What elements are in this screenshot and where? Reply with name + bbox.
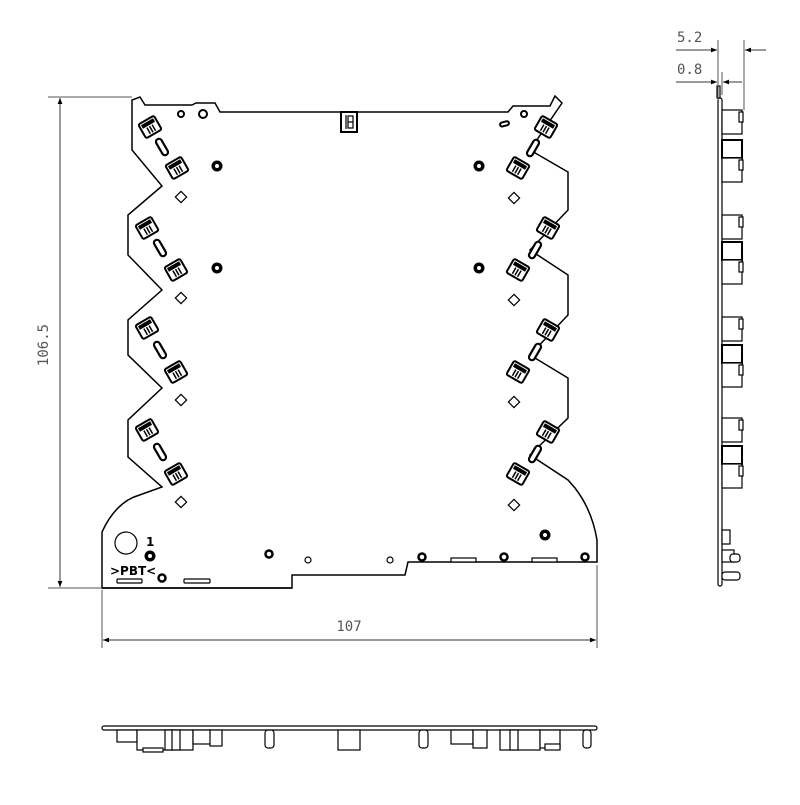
board-outline [101, 94, 598, 589]
side-view [716, 85, 744, 587]
bottom-view [101, 725, 598, 753]
thickness-board-value: 0.8 [677, 62, 702, 78]
material-label: >PBT< [110, 564, 156, 578]
pin1-label: 1 [146, 535, 154, 549]
front-view: 1 >PBT< [101, 94, 598, 589]
height-value: 106.5 [36, 324, 52, 366]
thickness-total-value: 5.2 [677, 30, 702, 46]
side-dimensions [676, 40, 766, 110]
fiducial-circle [114, 531, 138, 555]
height-dimension [48, 96, 132, 589]
mounting-holes [144, 160, 551, 562]
right-connectors [505, 114, 561, 512]
top-connector [340, 111, 358, 133]
left-connectors [134, 114, 190, 509]
width-value: 107 [336, 619, 361, 635]
width-dimension [101, 565, 598, 648]
